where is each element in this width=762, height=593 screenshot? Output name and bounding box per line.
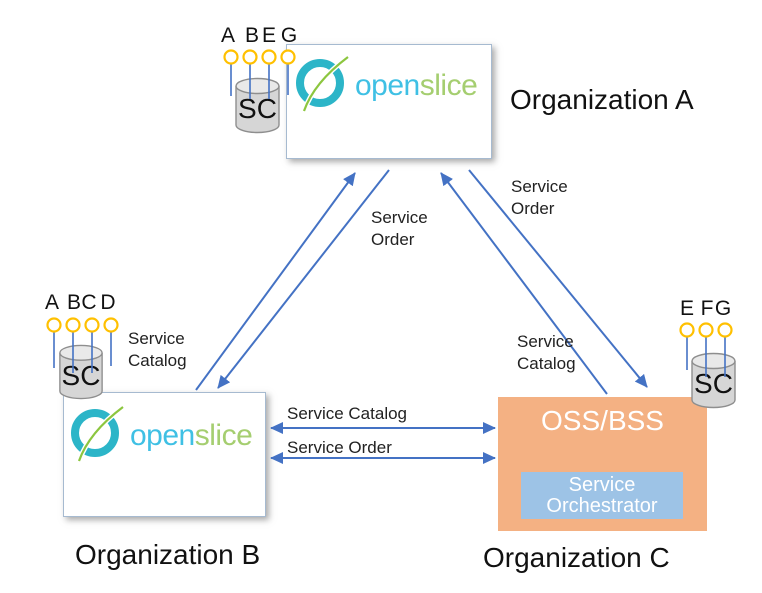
port-label: D — [100, 291, 116, 314]
port-label: B — [66, 291, 81, 314]
label-line: Service — [517, 332, 574, 351]
openslice-ring-icon — [296, 55, 350, 112]
service-catalog-label-bc: Service Catalog — [287, 404, 408, 423]
org-a-box: openslice — [286, 44, 492, 159]
service-orchestrator-label-line2: Orchestrator — [546, 494, 658, 517]
service-order-label-ab: Service Order — [371, 207, 428, 251]
port-label: G — [714, 297, 732, 320]
logo-wordmark: openslice — [355, 69, 478, 103]
service-catalog-label-b: Service Catalog — [128, 328, 187, 372]
arrow-service-catalog-a-to-b — [217, 169, 390, 389]
org-a-label: Organization A — [510, 84, 694, 115]
port-circles-c — [679, 322, 733, 338]
org-b-box: openslice — [63, 392, 266, 517]
logo-word-open: open — [130, 419, 195, 452]
openslice-ring-icon — [71, 405, 125, 462]
service-orchestrator-label-line1: Service — [568, 473, 636, 496]
ports-b — [53, 331, 112, 373]
arrow-service-catalog-a-to-c — [468, 169, 648, 388]
port-circles-a — [223, 49, 296, 65]
label-line: Order — [371, 230, 415, 249]
label-line: Service — [371, 208, 428, 227]
org-c-label: Organization C — [483, 542, 670, 573]
ports-c — [686, 336, 726, 377]
openslice-logo-b: openslice — [68, 405, 253, 467]
logo-word-open: open — [355, 69, 420, 102]
port-circles-b — [46, 317, 119, 333]
service-catalog-db-a: SC — [235, 77, 280, 134]
port-label: C — [81, 291, 97, 314]
port-label: E — [679, 297, 694, 320]
arrow-service-order-b-to-a — [195, 172, 356, 391]
label-line: Catalog — [128, 351, 187, 370]
service-order-label-ac: Service Order — [511, 176, 568, 220]
logo-word-slice: slice — [194, 419, 253, 452]
service-orchestrator-box: Service Orchestrator — [521, 472, 683, 519]
label-line: Service — [511, 177, 568, 196]
sc-label-a: SC — [238, 93, 277, 124]
port-label: A — [44, 291, 59, 314]
port-label: B — [244, 24, 259, 47]
sc-label-b: SC — [61, 360, 101, 391]
arrow-service-order-c-to-a — [440, 172, 608, 395]
logo-word-slice: slice — [419, 69, 478, 102]
logo-wordmark: openslice — [130, 419, 253, 453]
service-order-label-bc: Service Order — [287, 438, 392, 457]
label-line: Service — [128, 329, 185, 348]
port-label: A — [220, 24, 235, 47]
service-catalog-label-c: Service Catalog — [517, 331, 576, 375]
openslice-logo-a: openslice — [293, 55, 478, 117]
ports-a — [230, 63, 289, 99]
label-line: Catalog — [517, 354, 576, 373]
oss-bss-title: OSS/BSS — [541, 405, 664, 436]
port-label: E — [261, 24, 276, 47]
port-label: G — [280, 24, 298, 47]
sc-label-c: SC — [694, 368, 733, 399]
org-b-label: Organization B — [75, 539, 261, 570]
port-label: F — [700, 297, 714, 320]
label-line: Order — [511, 199, 555, 218]
